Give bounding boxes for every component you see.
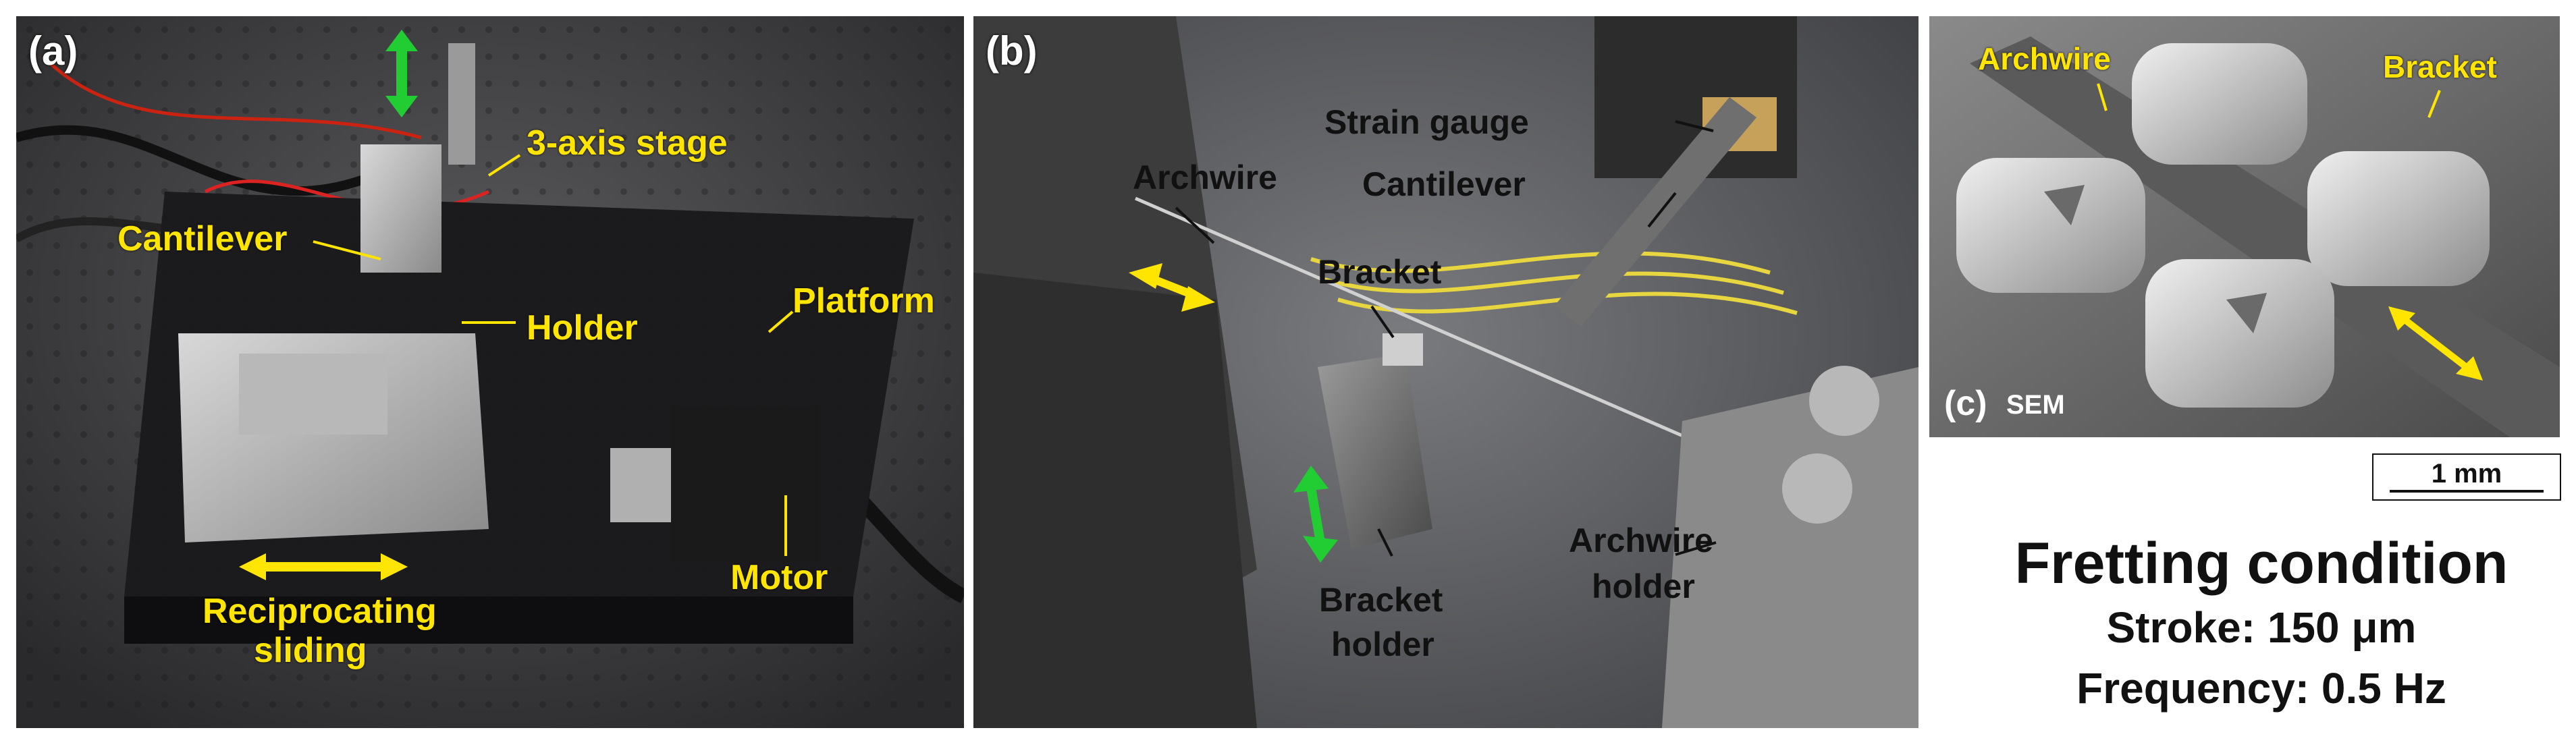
- archwire-line: [1135, 196, 1690, 441]
- cantilever-arm: [1554, 97, 1756, 327]
- panel-a-letter: (a): [28, 28, 78, 74]
- sliding-arrow-yellow: [239, 553, 408, 580]
- label-3-axis-stage: 3-axis stage: [527, 123, 728, 163]
- label-motor: Motor: [730, 558, 828, 597]
- sem-tie-wing-1: [2132, 43, 2307, 165]
- rig-photo-illustration: [16, 16, 964, 728]
- sem-tie-wing-3: [2307, 151, 2490, 286]
- label-archwire-holder-line1: Archwire: [1569, 522, 1713, 559]
- scale-bar-line: [2390, 490, 2544, 493]
- scale-bar: 1 mm: [2372, 453, 2561, 501]
- fretting-frequency: Frequency: 0.5 Hz: [2076, 664, 2446, 713]
- scale-bar-label: 1 mm: [2431, 459, 2502, 489]
- sem-tie-wing-4: [2145, 259, 2334, 408]
- label-archwire-holder-line2: holder: [1592, 567, 1695, 605]
- vertical-arrow-green: [385, 30, 418, 117]
- sem-arrow-yellow: [2388, 306, 2483, 381]
- label-archwire-b: Archwire: [1133, 159, 1277, 196]
- panel-b-photo: (b) Strain gauge Cantilever Archwire Bra…: [973, 16, 1918, 728]
- fretting-stroke: Stroke: 150 μm: [2106, 603, 2417, 652]
- label-bracket-holder-line2: holder: [1331, 625, 1434, 663]
- label-archwire-c: Archwire: [1978, 41, 2111, 76]
- motor-body: [671, 408, 820, 563]
- sem-tie-wing-2: [1956, 158, 2145, 293]
- sem-label: SEM: [2006, 390, 2065, 420]
- label-strain-gauge: Strain gauge: [1324, 103, 1529, 141]
- label-bracket-b: Bracket: [1318, 253, 1442, 291]
- label-cantilever-b: Cantilever: [1362, 165, 1526, 203]
- label-bracket-c: Bracket: [2383, 49, 2497, 84]
- panel-c-sem-image: Archwire Bracket (c) SEM: [1929, 16, 2560, 437]
- panel-a-photo: (a) 3-axis stage Cantilever Holder Platf…: [16, 16, 964, 728]
- label-platform: Platform: [793, 281, 935, 321]
- label-bracket-holder-line1: Bracket: [1319, 581, 1443, 619]
- sem-image-illustration: [1929, 16, 2560, 437]
- label-holder: Holder: [527, 308, 638, 347]
- label-sliding: sliding: [254, 631, 367, 670]
- bracket-part: [1383, 333, 1423, 366]
- sem-archwire: [1970, 36, 2560, 437]
- label-cantilever: Cantilever: [117, 219, 288, 258]
- bracket-holder-block: [1318, 354, 1432, 549]
- panel-b-letter: (b): [986, 28, 1038, 74]
- label-reciprocating: Reciprocating: [203, 592, 437, 631]
- fretting-condition-title: Fretting condition: [2014, 531, 2508, 596]
- archwire-holder-block: [1662, 367, 1918, 728]
- panel-c-letter: (c): [1944, 384, 1987, 423]
- stage-block: [360, 144, 441, 273]
- bracket-arrow-green: [1293, 466, 1338, 563]
- archwire-arrow-yellow: [1129, 263, 1215, 312]
- closeup-photo-illustration: [973, 16, 1918, 728]
